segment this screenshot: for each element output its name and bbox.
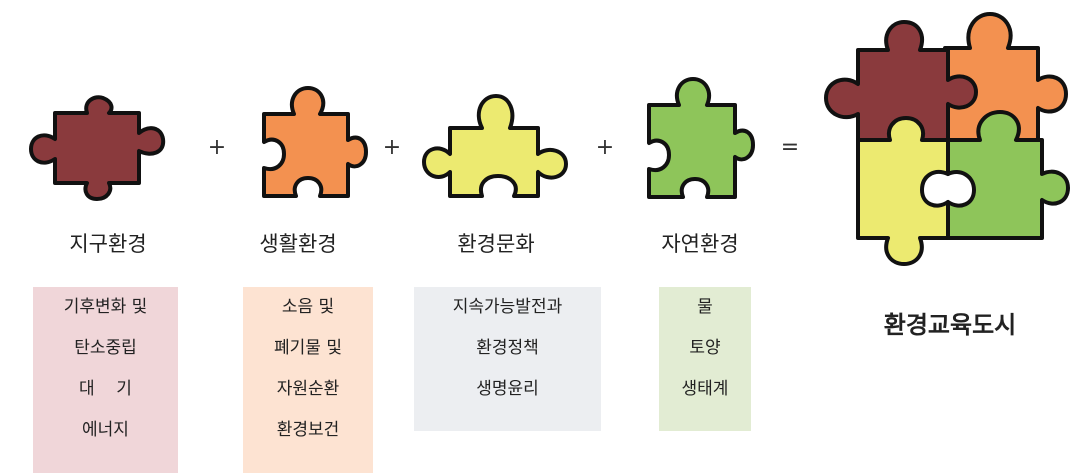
list-item: 환경정책 [476, 338, 539, 358]
equals-operator: = [780, 135, 800, 160]
category-box-living: 소음 및 폐기물 및 자원순환 환경보건 [243, 287, 373, 473]
list-item: 토양 [689, 338, 721, 358]
puzzle-piece-living-env-icon [262, 86, 368, 198]
result-label: 환경교육도시 [883, 311, 1017, 339]
list-item: 물 [697, 297, 713, 317]
category-box-nature: 물 토양 생태계 [659, 287, 751, 431]
list-item: 폐기물 및 [274, 338, 342, 358]
list-item: 생태계 [681, 379, 729, 399]
list-item: 기후변화 및 [63, 297, 148, 317]
list-item: 에너지 [82, 420, 129, 440]
list-item: 환경보건 [276, 420, 340, 440]
category-box-earth: 기후변화 및 탄소중립 대 기 에너지 [33, 287, 178, 473]
plus-operator: + [207, 135, 227, 160]
list-item: 소음 및 [281, 297, 335, 317]
list-item: 자원순환 [276, 379, 340, 399]
puzzle-piece-earth-env-icon [29, 95, 166, 201]
plus-operator: + [382, 135, 402, 160]
category-label-living: 생활환경 [259, 232, 337, 256]
list-item: 대 기 [79, 379, 132, 399]
category-box-culture: 지속가능발전과 환경정책 생명윤리 [414, 287, 601, 431]
list-item: 생명윤리 [476, 379, 539, 399]
category-label-culture: 환경문화 [457, 232, 535, 256]
category-label-earth: 지구환경 [69, 232, 147, 256]
puzzle-piece-culture-icon [422, 94, 568, 198]
combined-puzzle-icon [824, 12, 1070, 266]
plus-operator: + [595, 135, 615, 160]
puzzle-piece-nature-icon [647, 77, 755, 199]
category-label-nature: 자연환경 [661, 232, 739, 256]
list-item: 지속가능발전과 [452, 297, 563, 317]
list-item: 탄소중립 [74, 338, 137, 358]
